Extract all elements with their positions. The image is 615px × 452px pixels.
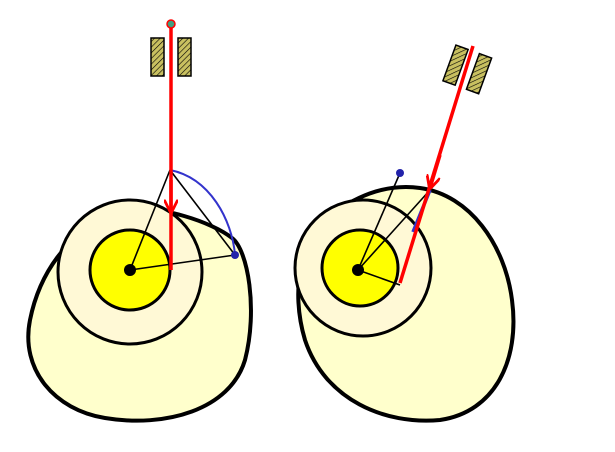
right-construction-point bbox=[396, 169, 404, 177]
left-cam-diagram bbox=[26, 19, 253, 423]
right-cam-center bbox=[352, 264, 364, 276]
left-construction-line-c bbox=[169, 169, 236, 256]
left-guide-block-right bbox=[177, 37, 192, 77]
left-construction-arc bbox=[169, 169, 236, 256]
left-construction-line-a bbox=[129, 169, 171, 271]
right-construction-line-a bbox=[357, 172, 401, 271]
right-guide bbox=[441, 44, 493, 95]
left-follower-tip bbox=[166, 19, 176, 29]
left-cam-center bbox=[124, 264, 136, 276]
left-guide-block-left bbox=[150, 37, 165, 77]
right-construction-line-b bbox=[357, 189, 431, 271]
right-guide-block-right bbox=[465, 52, 493, 95]
right-guide-block-left bbox=[441, 44, 470, 87]
right-follower-arrow bbox=[430, 154, 442, 188]
right-construction-line-c bbox=[357, 269, 401, 286]
left-construction-line-b bbox=[129, 254, 236, 271]
left-construction-point bbox=[231, 251, 239, 259]
right-cam-diagram bbox=[293, 44, 516, 423]
